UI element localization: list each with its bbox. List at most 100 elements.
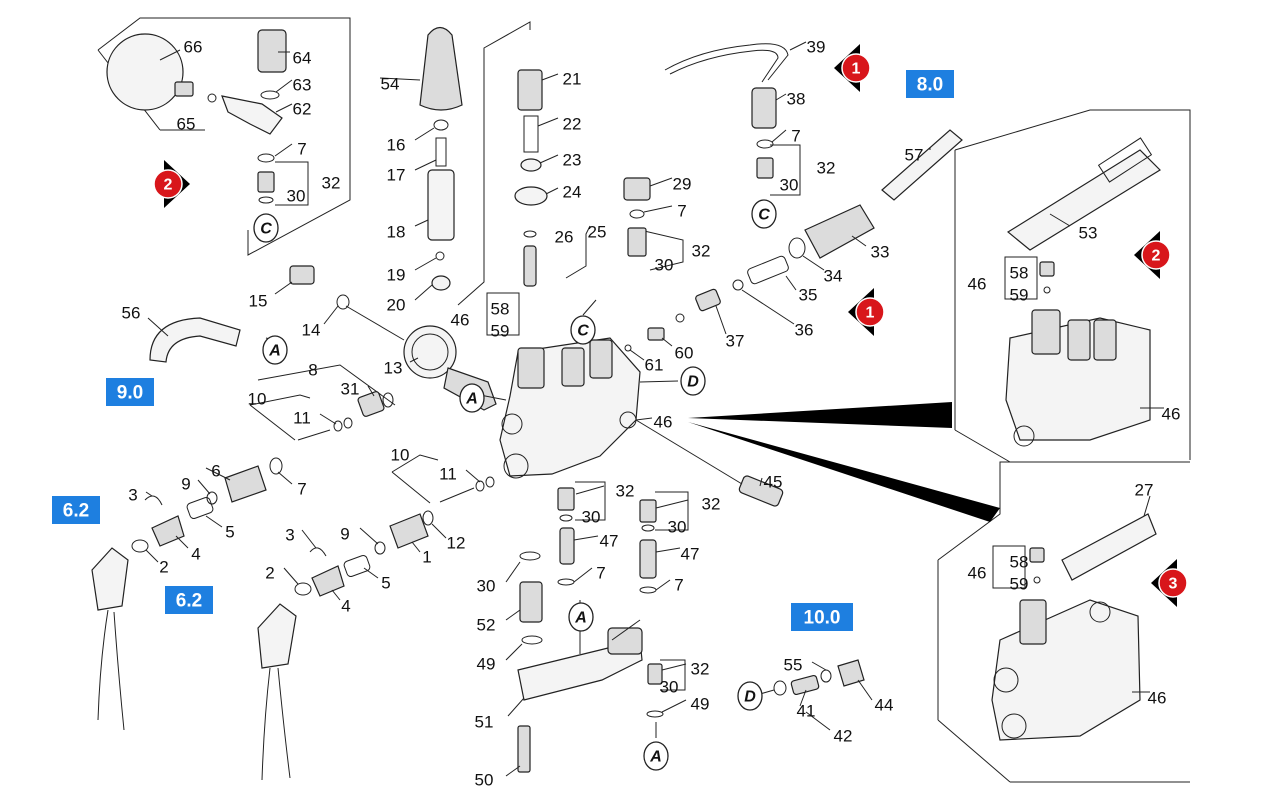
nav-marker[interactable]: 2 (153, 160, 190, 208)
connection-ring (570, 315, 596, 345)
connection-letter: A (268, 343, 281, 360)
page-ref-badge[interactable]: 6.2 (52, 496, 100, 524)
badge-label: 8.0 (917, 75, 943, 96)
part-33-coupling (804, 204, 875, 259)
nav-marker-label: 2 (164, 177, 173, 194)
callout-label: 17 (387, 166, 406, 185)
part-18-cylinder (427, 169, 455, 241)
connection-ring (568, 602, 594, 632)
callout-label: 46 (654, 413, 673, 432)
callout-label: 26 (555, 228, 574, 247)
page-ref-badge[interactable]: 6.2 (165, 586, 213, 614)
badge-label: 6.2 (63, 501, 89, 522)
connection-circle: C (751, 199, 777, 229)
connection-circle: A (568, 602, 594, 632)
nav-marker-disc (855, 297, 885, 327)
callout-label: 64 (293, 49, 312, 68)
callout-label: 59 (1010, 575, 1029, 594)
callout-label: 7 (791, 127, 800, 146)
callout-label: 47 (681, 545, 700, 564)
callout-label: 30 (582, 508, 601, 527)
callout-label: 35 (799, 286, 818, 305)
callout-label: 21 (563, 70, 582, 89)
callout-label: 32 (817, 159, 836, 178)
callout-label: 30 (668, 518, 687, 537)
nav-marker[interactable]: 1 (848, 288, 885, 336)
part-6-2-sensor-a (91, 547, 129, 611)
callout-label: 32 (692, 242, 711, 261)
parts (91, 26, 1161, 781)
callout-label: 36 (795, 321, 814, 340)
badge-box (906, 70, 954, 98)
nav-marker-label: 1 (866, 305, 875, 322)
connection-circle: A (643, 741, 669, 771)
callout-label: 4 (191, 545, 200, 564)
callout-label: 1 (422, 548, 431, 567)
callout-label: 25 (588, 223, 607, 242)
part-number-callouts: 6664636265732305416171819202122232425263… (122, 38, 1181, 790)
connection-circle: A (262, 335, 288, 365)
connection-letter: D (744, 689, 756, 706)
callout-label: 11 (439, 465, 457, 484)
callout-label: 8 (308, 361, 317, 380)
callout-label: 63 (293, 76, 312, 95)
callout-label: 51 (475, 713, 494, 732)
callout-label: 29 (673, 175, 692, 194)
part-27 (1061, 513, 1157, 581)
badge-box (52, 496, 100, 524)
callout-label: 61 (645, 356, 664, 375)
callout-label: 10 (391, 446, 410, 465)
callout-label: 30 (477, 577, 496, 596)
callout-label: 46 (968, 275, 987, 294)
connection-letter: A (649, 749, 662, 766)
callout-label: 34 (824, 267, 843, 286)
callout-label: 56 (122, 304, 141, 323)
callout-label: 65 (177, 115, 196, 134)
page-ref-badge[interactable]: 9.0 (106, 378, 154, 406)
connection-circle: A (459, 383, 485, 413)
badge-box (106, 378, 154, 406)
callout-label: 7 (297, 140, 306, 159)
callout-label: 30 (660, 678, 679, 697)
callout-label: 14 (302, 321, 321, 340)
callout-label: 15 (249, 292, 268, 311)
callout-label: 49 (477, 655, 496, 674)
part-manifold-3 (991, 599, 1141, 741)
nav-marker-disc (841, 53, 871, 83)
connection-circle: C (570, 315, 596, 345)
connection-circle: D (737, 681, 763, 711)
part-56-hose (149, 317, 241, 363)
callout-label: 12 (447, 534, 466, 553)
callout-label: 38 (787, 90, 806, 109)
page-ref-badge[interactable]: 8.0 (906, 70, 954, 98)
callout-label: 60 (675, 344, 694, 363)
part-52 (519, 581, 543, 623)
nav-marker[interactable]: 1 (834, 44, 871, 92)
part-1 (389, 513, 429, 549)
nav-marker[interactable]: 2 (1134, 231, 1171, 279)
page-ref-badge[interactable]: 10.0 (791, 603, 853, 631)
callout-label: 53 (1079, 224, 1098, 243)
nav-marker[interactable]: 3 (1151, 559, 1188, 607)
badge-box (165, 586, 213, 614)
connection-letter: D (687, 374, 699, 391)
nav-marker-disc (1158, 568, 1188, 598)
callout-label: 41 (797, 702, 816, 721)
callout-label: 4 (341, 597, 350, 616)
connection-letter: C (758, 207, 770, 224)
part-62-elbow (221, 95, 283, 135)
callout-label: 30 (655, 256, 674, 275)
callout-label: 58 (491, 300, 510, 319)
connection-ring (737, 681, 763, 711)
connection-circle: C (253, 213, 279, 243)
callout-label: 5 (381, 574, 390, 593)
callout-label: 10 (248, 390, 267, 409)
callout-label: 46 (1162, 405, 1181, 424)
connection-ring (253, 213, 279, 243)
callout-label: 39 (807, 38, 826, 57)
callout-label: 6 (211, 462, 220, 481)
callout-label: 58 (1010, 264, 1029, 283)
nav-marker-disc (1141, 240, 1171, 270)
